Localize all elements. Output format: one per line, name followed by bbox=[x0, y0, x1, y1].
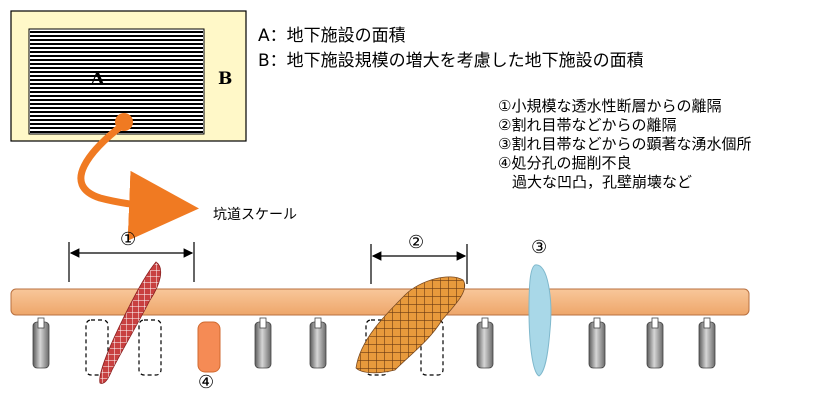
fault-1 bbox=[99, 261, 162, 384]
canister bbox=[646, 317, 664, 369]
abandoned-hole bbox=[420, 319, 444, 376]
marker-2: ② bbox=[408, 232, 425, 253]
dimension-1 bbox=[68, 242, 195, 282]
abandoned-hole bbox=[138, 319, 162, 376]
water-inflow-3 bbox=[528, 264, 552, 377]
marker-4: ④ bbox=[198, 372, 215, 393]
note-2: ②割れ目帯などからの離隔 bbox=[498, 116, 677, 134]
canister bbox=[309, 317, 327, 369]
area-a-box bbox=[28, 28, 205, 135]
marker-3: ③ bbox=[531, 237, 548, 258]
bad-hole-4 bbox=[197, 321, 221, 373]
legend-a: A：地下施設の面積 bbox=[258, 26, 406, 46]
notes-list: ①小規模な透水性断層からの離隔 ②割れ目帯などからの離隔 ③割れ目帯などからの顕… bbox=[498, 97, 751, 192]
note-1: ①小規模な透水性断層からの離隔 bbox=[498, 97, 722, 115]
disposal-holes bbox=[32, 317, 716, 376]
canister bbox=[254, 317, 272, 369]
canister bbox=[32, 317, 50, 369]
legend-b: B：地下施設規模の増大を考慮した地下施設の面積 bbox=[258, 51, 644, 71]
canister bbox=[588, 317, 606, 369]
abandoned-hole bbox=[85, 319, 109, 376]
area-b-label: B bbox=[218, 69, 233, 89]
tunnel bbox=[10, 288, 750, 316]
canister bbox=[698, 317, 716, 369]
note-3: ③割れ目帯などからの顕著な湧水個所 bbox=[498, 135, 752, 153]
marker-1: ① bbox=[120, 229, 137, 250]
dimension-2 bbox=[370, 244, 468, 284]
note-4-detail: 過大な凹凸，孔壁崩壊など bbox=[512, 173, 693, 191]
note-4: ④処分孔の掘削不良 bbox=[498, 154, 632, 172]
tunnel-scale-label: 坑道スケール bbox=[213, 207, 297, 223]
fracture-zone-2 bbox=[355, 276, 466, 374]
canister bbox=[476, 317, 494, 369]
scale-arrow bbox=[77, 121, 199, 241]
area-a-label: A bbox=[91, 69, 105, 89]
